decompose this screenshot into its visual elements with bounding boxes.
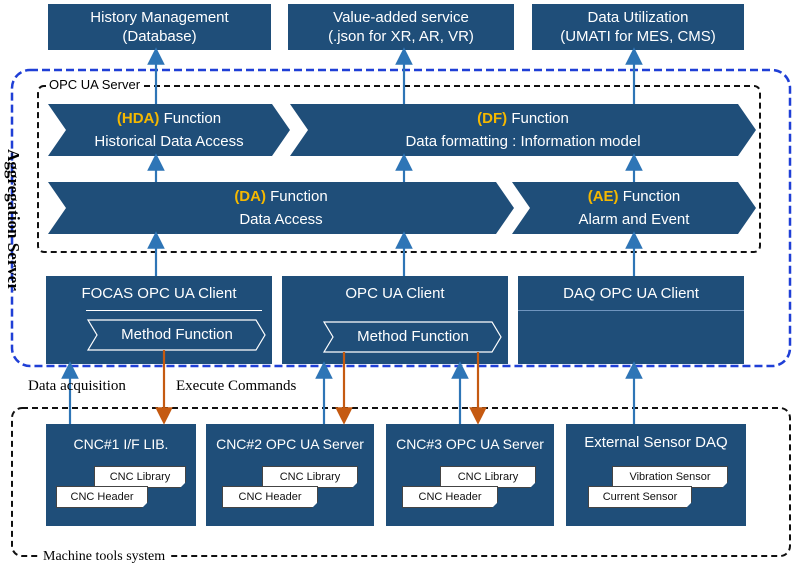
vibration-sensor-doc: Vibration Sensor: [612, 466, 728, 488]
aggregation-server-label: Aggregation Server: [4, 149, 23, 291]
cnc3-library-doc: CNC Library: [440, 466, 536, 488]
data-utilization-box: Data Utilization (UMATI for MES, CMS): [532, 4, 744, 50]
machine-tools-label: Machine tools system: [40, 549, 169, 565]
cnc1-header-doc: CNC Header: [56, 486, 148, 508]
data-utilization-subtitle: (UMATI for MES, CMS): [560, 28, 716, 45]
opc-method-label: Method Function: [357, 328, 469, 345]
cnc1-title: CNC#1 I/F LIB.: [73, 436, 169, 452]
value-added-service-subtitle: (.json for XR, AR, VR): [328, 28, 474, 45]
data-acquisition-label: Data acquisition: [28, 378, 126, 394]
cnc3-title: CNC#3 OPC UA Server: [396, 436, 544, 452]
history-management-box: History Management (Database): [48, 4, 271, 50]
focas-method-label: Method Function: [121, 326, 233, 343]
data-utilization-title: Data Utilization: [587, 9, 689, 26]
cnc2-header-doc: CNC Header: [222, 486, 318, 508]
opc-server-label: OPC UA Server: [46, 77, 144, 92]
value-added-service-box: Value-added service (.json for XR, AR, V…: [288, 4, 514, 50]
cnc1-library-doc: CNC Library: [94, 466, 186, 488]
value-added-service-title: Value-added service: [333, 9, 469, 26]
execute-commands-label: Execute Commands: [176, 378, 297, 394]
history-management-title: History Management: [90, 9, 229, 26]
current-sensor-doc: Current Sensor: [588, 486, 692, 508]
cnc2-library-doc: CNC Library: [262, 466, 358, 488]
history-management-subtitle: (Database): [122, 28, 197, 45]
external-sensor-title: External Sensor DAQ: [584, 434, 728, 451]
cnc2-title: CNC#2 OPC UA Server: [216, 436, 364, 452]
cnc3-header-doc: CNC Header: [402, 486, 498, 508]
